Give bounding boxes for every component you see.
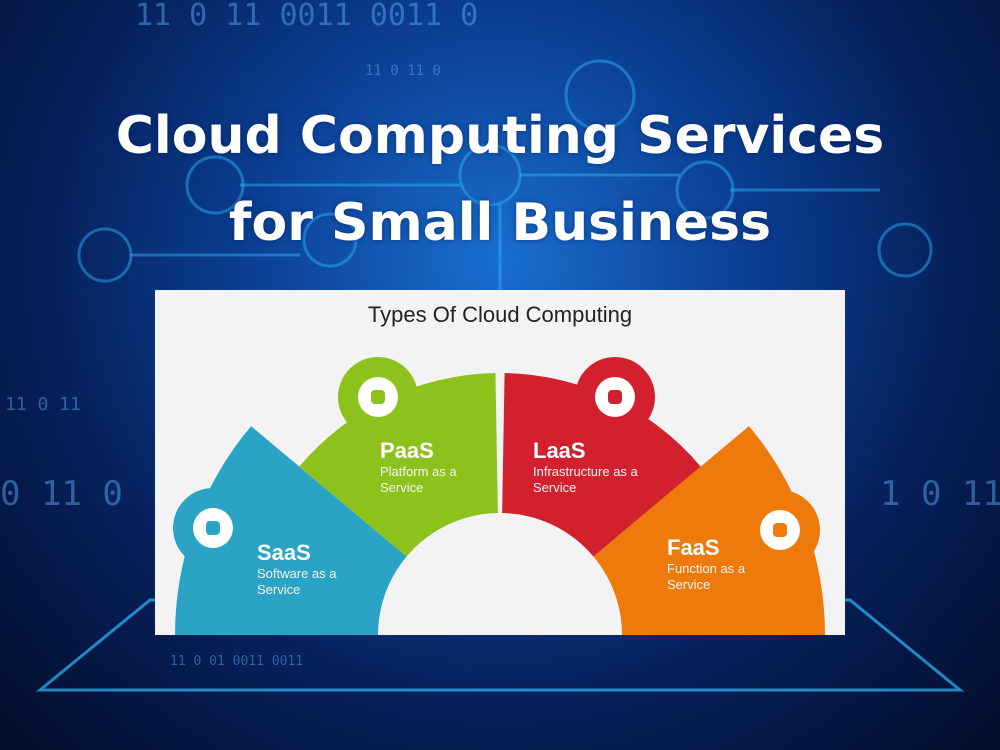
segment-laas-shape	[502, 373, 701, 557]
binary-text: 1 0 11	[880, 474, 1000, 514]
segment-description: Software as a Service	[257, 566, 337, 597]
circuit-node-icon	[77, 227, 133, 283]
power-icon	[185, 155, 245, 215]
gear-search-icon-glyph	[608, 390, 622, 404]
circuit-node-icon	[877, 222, 933, 278]
binary-text: 11 0 11 0	[365, 63, 441, 79]
circuit-node-icon	[302, 212, 358, 268]
infographic-title: Types Of Cloud Computing	[367, 302, 633, 327]
segment-description: Function as a Service	[667, 561, 746, 592]
platform-icon-glyph	[371, 390, 385, 404]
segment-description: Infrastructure as a Service	[533, 464, 638, 495]
segment-laas: LaaS Infrastructure as a Service	[533, 438, 643, 496]
segment-saas-shape	[175, 426, 407, 635]
binary-text: 0 11 0	[0, 474, 123, 514]
segment-name: LaaS	[533, 438, 586, 463]
page-title-line-1: Cloud Computing Services	[115, 106, 885, 166]
segment-faas-shape	[593, 426, 825, 635]
segment-description: Platform as a Service	[380, 464, 457, 495]
clock-icon	[675, 160, 735, 220]
segment-paas-shape	[299, 373, 498, 557]
page-title-line-2: for Small Business	[228, 193, 772, 253]
cloud-types-infographic: Types Of Cloud Computing SaaS Software a…	[155, 290, 845, 635]
cloud-function-icon-glyph	[773, 523, 787, 537]
segment-name: FaaS	[667, 535, 720, 560]
segment-name: SaaS	[257, 540, 311, 565]
binary-text: 11 0 01 0011 0011	[170, 654, 303, 669]
monitor-cloud-icon-glyph	[206, 521, 220, 535]
binary-text: 11 0 11 0011 0011 0	[135, 0, 478, 33]
segment-name: PaaS	[380, 438, 434, 463]
segment-paas: PaaS Platform as a Service	[380, 438, 490, 496]
segment-faas: FaaS Function as a Service	[667, 535, 777, 593]
circuit-node-icon	[564, 59, 636, 131]
segment-saas: SaaS Software as a Service	[257, 540, 367, 598]
mail-icon	[458, 143, 522, 207]
binary-text: 11 0 11	[5, 394, 81, 415]
